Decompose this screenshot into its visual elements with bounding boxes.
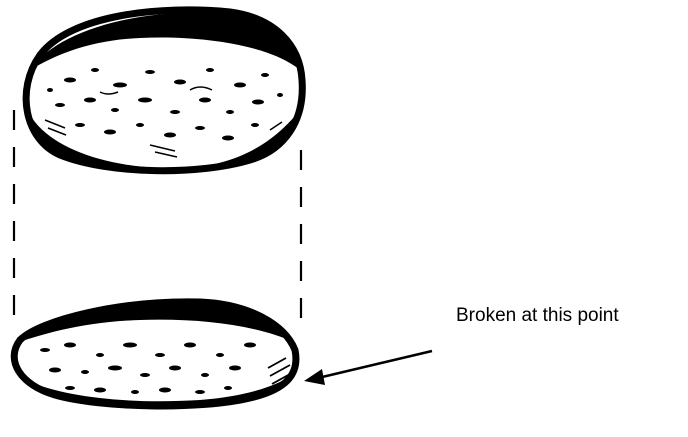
top-stone-fragment [26, 10, 302, 178]
break-point-label: Broken at this point [456, 305, 619, 327]
bottom-stone-fragment [10, 300, 300, 415]
break-point-arrow [304, 351, 432, 385]
